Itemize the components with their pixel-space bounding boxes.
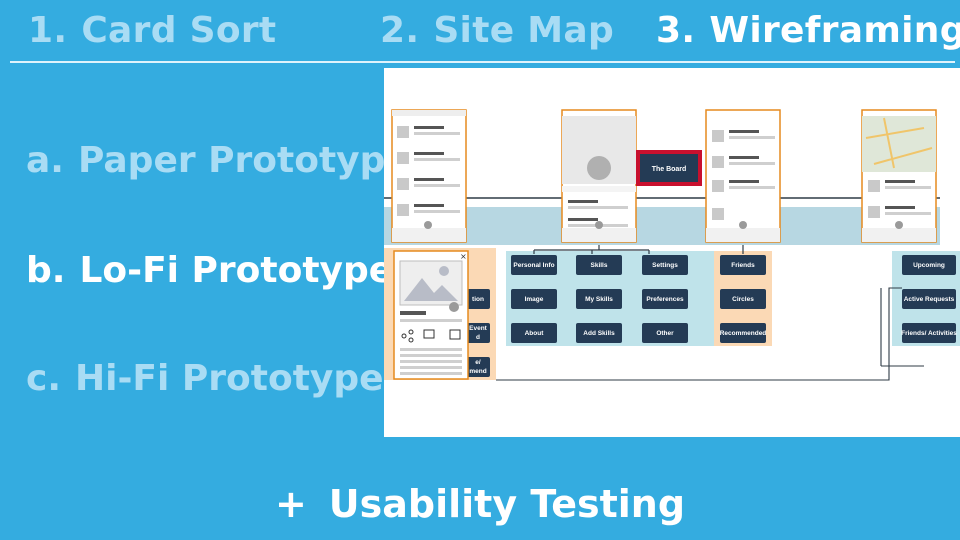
step-number: 3. bbox=[656, 10, 696, 51]
node-label: Preferences bbox=[646, 296, 684, 303]
node-about bbox=[511, 323, 557, 343]
node-label: Circles bbox=[732, 296, 754, 303]
node-label: d bbox=[476, 334, 480, 341]
phone-mockup-friends bbox=[705, 109, 781, 243]
phone-mockup-profile bbox=[561, 109, 637, 243]
node-circles bbox=[720, 289, 766, 309]
node-label: Friends bbox=[731, 262, 755, 269]
substep-letter: a. bbox=[26, 140, 64, 181]
node-label: Other bbox=[656, 330, 674, 337]
step-number: 2. bbox=[380, 10, 420, 51]
node-label: Event bbox=[469, 325, 488, 332]
substep-label: Lo-Fi Prototype bbox=[79, 250, 394, 291]
substep-label: Paper Prototype bbox=[77, 140, 410, 181]
wireframe-flow-diagram: The Board Personal Info Image About Skil… bbox=[384, 109, 960, 381]
node-friends bbox=[720, 255, 766, 275]
node-label: Personal Info bbox=[513, 262, 554, 269]
node-preferences bbox=[642, 289, 688, 309]
node-label: Friends/ Activities bbox=[901, 330, 957, 337]
footer-label: Usability Testing bbox=[328, 482, 686, 526]
board-label: The Board bbox=[652, 166, 687, 173]
step-number: 1. bbox=[28, 10, 68, 51]
node-upcoming bbox=[902, 255, 956, 275]
return-connector bbox=[496, 287, 924, 381]
node-label: Skills bbox=[591, 262, 608, 269]
step-label: Card Sort bbox=[81, 10, 277, 51]
wireframe-flow-image: The Board Personal Info Image About Skil… bbox=[384, 68, 960, 437]
step-card-sort: 1. Card Sort bbox=[28, 10, 276, 51]
step-wireframing: 3. Wireframing bbox=[656, 10, 960, 51]
header-divider bbox=[10, 61, 955, 63]
node-label: Settings bbox=[652, 262, 678, 269]
node-active-requests bbox=[902, 289, 956, 309]
node-label: tion bbox=[472, 296, 484, 303]
node-add-skills bbox=[576, 323, 622, 343]
substep-letter: b. bbox=[26, 250, 66, 291]
substep-letter: c. bbox=[26, 358, 62, 399]
lofi-card-mockup: × bbox=[393, 250, 469, 380]
node-skills bbox=[576, 255, 622, 275]
node-label: My Skills bbox=[585, 296, 613, 303]
node-friends-activities bbox=[902, 323, 956, 343]
node-label: About bbox=[525, 330, 545, 337]
node-personal-info bbox=[511, 255, 557, 275]
phone-mockup-list bbox=[391, 109, 467, 243]
substep-paper-prototype: a. Paper Prototype bbox=[26, 140, 410, 181]
node-my-skills bbox=[576, 289, 622, 309]
step-label: Wireframing bbox=[709, 10, 960, 51]
node-label: Image bbox=[525, 296, 544, 303]
step-label: Site Map bbox=[433, 10, 615, 51]
node-other bbox=[642, 323, 688, 343]
node-settings bbox=[642, 255, 688, 275]
group-connectors bbox=[533, 245, 744, 254]
node-label: Upcoming bbox=[913, 262, 945, 269]
plus-icon: + bbox=[274, 482, 307, 526]
phone-mockup-map bbox=[861, 109, 937, 243]
substep-label: Hi-Fi Prototype bbox=[75, 358, 384, 399]
step-site-map: 2. Site Map bbox=[380, 10, 614, 51]
node-label: Add Skills bbox=[583, 330, 615, 337]
node-label: Active Requests bbox=[904, 296, 955, 303]
node-label: mend bbox=[469, 368, 486, 375]
node-image bbox=[511, 289, 557, 309]
node-label: Recommended bbox=[720, 330, 767, 337]
node-recommended bbox=[720, 323, 766, 343]
substep-lofi-prototype: b. Lo-Fi Prototype bbox=[26, 250, 393, 291]
board-node: The Board bbox=[636, 150, 702, 186]
usability-testing-footer: + Usability Testing bbox=[0, 482, 960, 526]
close-icon: × bbox=[460, 252, 467, 261]
substep-hifi-prototype: c. Hi-Fi Prototype bbox=[26, 358, 384, 399]
node-label: e/ bbox=[475, 359, 481, 366]
flow-band bbox=[384, 207, 940, 245]
